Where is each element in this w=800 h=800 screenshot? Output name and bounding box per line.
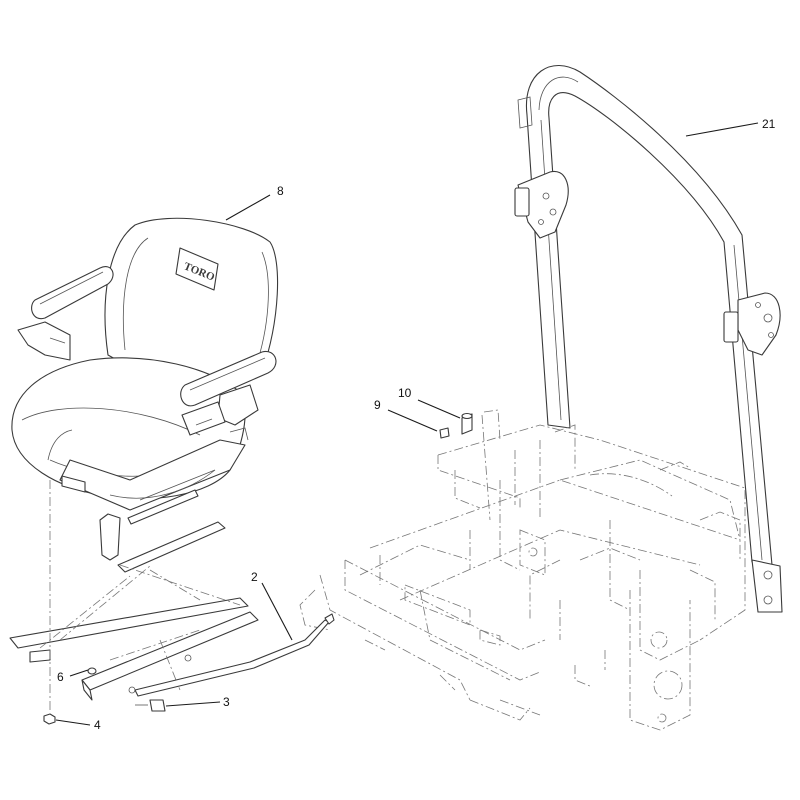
callout-label-8: 8 [277, 184, 284, 198]
callout-label-21: 21 [762, 117, 776, 131]
rod-part [134, 613, 335, 697]
callout-label-10: 10 [398, 386, 412, 400]
callout-21: 21 [685, 117, 776, 137]
callout-6: 6 [57, 669, 89, 684]
callout-label-3: 3 [223, 695, 230, 709]
alignment-line-spacer [483, 409, 501, 441]
callout-4: 4 [55, 718, 101, 732]
bolt-upper-part [439, 427, 450, 439]
callout-label-2: 2 [251, 570, 258, 584]
bolt-lower-part [135, 699, 166, 712]
callout-3: 3 [165, 695, 230, 709]
rollbar-part [514, 64, 783, 613]
callout-label-6: 6 [57, 670, 64, 684]
callout-label-4: 4 [94, 718, 101, 732]
seat-part: TORO [11, 217, 279, 525]
callout-8: 8 [225, 184, 284, 221]
callout-label-9: 9 [374, 398, 381, 412]
chassis-frame [299, 424, 746, 731]
spacer-part [461, 412, 473, 435]
callout-10: 10 [398, 386, 461, 419]
seat-slide-rails [9, 513, 259, 701]
callout-9: 9 [374, 398, 438, 432]
callout-2: 2 [251, 570, 293, 641]
washer-part [87, 667, 97, 675]
alignment-line-rollbar [481, 414, 491, 521]
nut-part [43, 713, 56, 725]
